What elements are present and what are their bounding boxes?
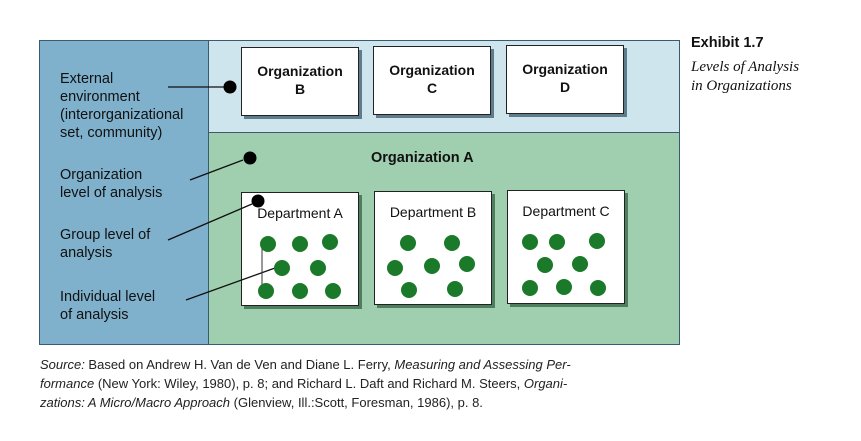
label-group-level: Group level of analysis [60, 226, 150, 262]
label-line: level of analysis [60, 185, 163, 201]
subtitle-line: in Organizations [691, 78, 792, 94]
source-prefix: Source: [40, 357, 85, 372]
individual-dot [260, 236, 276, 252]
department-b-box: Department B [374, 191, 492, 305]
label-line: External [60, 71, 114, 87]
label-line: environment [60, 89, 140, 105]
source-title: Measuring and Assessing Per- [394, 357, 571, 372]
individual-dot [325, 283, 341, 299]
marker-dots [223, 80, 265, 208]
label-line: Individual level [60, 289, 156, 305]
org-label: Organization [257, 63, 343, 79]
individual-dot [401, 282, 417, 298]
levels-legend-panel [39, 40, 209, 345]
org-label: Organization [389, 62, 475, 78]
individual-dot [424, 258, 440, 274]
source-text: (New York: Wiley, 1980), p. 8; and Richa… [94, 376, 524, 391]
individual-dot [590, 280, 606, 296]
label-line: set, community) [60, 125, 163, 141]
individual-dots-dept-b [387, 235, 475, 298]
organization-a-title: Organization A [371, 150, 474, 166]
individual-dot [522, 280, 538, 296]
org-letter: D [559, 79, 571, 95]
source-title: Organi- [523, 376, 568, 391]
marker-dot-group [251, 194, 265, 208]
label-line: (interorganizational [60, 107, 184, 123]
label-line: analysis [60, 245, 113, 261]
individual-dot [310, 260, 326, 276]
exhibit-subtitle: Levels of Analysis in Organizations [691, 58, 799, 96]
organization-b-box: Organization B [241, 47, 359, 116]
individual-dot [400, 235, 416, 251]
label-line: Group level of [60, 227, 151, 243]
source-title: zations: A Micro/Macro Approach [40, 395, 231, 410]
department-label: Department A [257, 205, 343, 221]
individual-dot [387, 260, 403, 276]
individual-dot [459, 256, 475, 272]
label-organization-level: Organization level of analysis [60, 166, 162, 202]
individual-dot [556, 279, 572, 295]
label-line: of analysis [60, 307, 129, 323]
connector-lines [167, 86, 276, 301]
subtitle-line: Levels of Analysis [691, 59, 800, 75]
organization-c-box: Organization C [373, 46, 491, 115]
department-label: Department B [389, 204, 477, 220]
department-label: Department C [522, 203, 610, 219]
individual-dot [522, 234, 538, 250]
label-line: Organization [60, 167, 143, 183]
individual-dot [258, 283, 274, 299]
individual-dot [444, 235, 460, 251]
individual-dots-dept-c [522, 233, 606, 296]
org-letter: C [426, 80, 438, 96]
source-text: (Glenview, Ill.:Scott, Foresman, 1986), … [230, 395, 483, 410]
org-label: Organization [522, 61, 608, 77]
connector-individual [185, 267, 276, 301]
individual-dot [292, 236, 308, 252]
label-external-environment: External environment (interorganizationa… [60, 70, 183, 142]
label-individual-level: Individual level of analysis [60, 288, 155, 324]
individual-dot [274, 260, 290, 276]
connector-group [167, 203, 253, 241]
marker-dot-organization [243, 151, 257, 165]
individual-dot [292, 283, 308, 299]
individual-dot [322, 234, 338, 250]
individual-dot [572, 256, 588, 272]
org-letter: B [294, 81, 306, 97]
individual-dots-dept-a [258, 234, 341, 299]
individual-dot [447, 281, 463, 297]
connector-organization [189, 159, 244, 181]
source-title: formance [40, 376, 95, 391]
individual-dot [589, 233, 605, 249]
source-text: Based on Andrew H. Van de Ven and Diane … [84, 357, 395, 372]
source-note: Source: Based on Andrew H. Van de Ven an… [40, 355, 680, 412]
individual-dot [537, 257, 553, 273]
individual-dot [549, 234, 565, 250]
exhibit-title: Exhibit 1.7 [691, 35, 764, 51]
organization-d-box: Organization D [506, 45, 624, 114]
marker-dot-external [223, 80, 237, 94]
